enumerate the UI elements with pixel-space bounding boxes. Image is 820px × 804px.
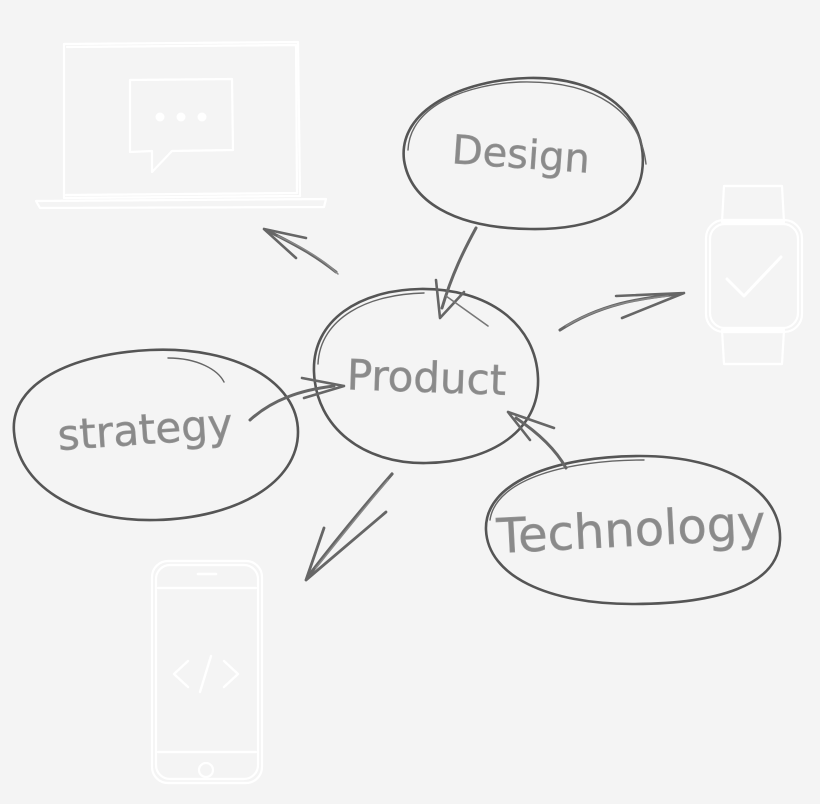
phone-code-icon [150,559,264,785]
arrow-product-to-phone [304,472,394,582]
arrow-product-to-laptop [262,227,339,275]
strategy-ellipse [12,348,300,522]
product-label: Product [346,350,507,405]
product-ellipse [312,287,540,465]
arrow-product-to-watch [558,291,686,332]
technology-label: Technology [494,495,766,565]
arrow-design-to-product [434,226,489,327]
arrow-technology-to-product [506,410,568,470]
design-label: Design [450,127,591,183]
strategy-label: strategy [56,399,234,460]
design-ellipse [402,76,647,231]
arrow-strategy-to-product [248,376,346,422]
smartwatch-check-icon [704,184,804,366]
laptop-chat-icon [34,40,328,210]
